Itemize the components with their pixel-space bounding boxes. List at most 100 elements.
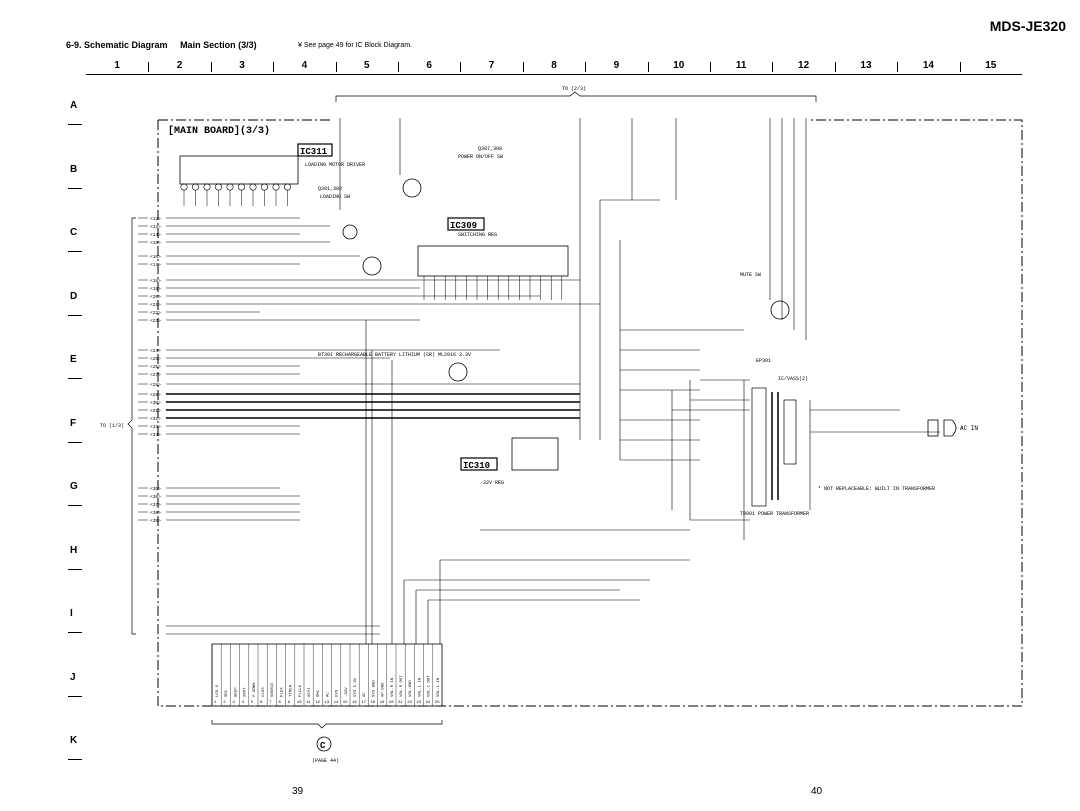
port-label: <13> [150, 224, 161, 230]
ic310-label: IC310 [463, 461, 490, 471]
connector-pin-number: 2 [223, 701, 226, 705]
connector-pin-number: 17 [361, 701, 366, 705]
port-label: <14> [150, 232, 161, 238]
wiring [166, 118, 940, 644]
ic-pin [283, 183, 291, 191]
ic-pin [260, 183, 268, 191]
port-label: <21> [150, 302, 161, 308]
port-label: <12> [150, 216, 161, 222]
row-label: B [70, 163, 78, 175]
connector-pin-number: 25 [435, 701, 440, 705]
connector-pin-signal: AC [363, 692, 367, 697]
column-separator [647, 62, 649, 72]
ic309-block: IC309 SWITCHING REG [417, 217, 569, 300]
connector-pin-number: 3 [232, 701, 235, 705]
row-tick [68, 568, 82, 570]
connector-pin-signal: VOL.L IN [418, 677, 422, 697]
ep301-label: EP301 [756, 358, 771, 364]
connector-pin-signal: -32V [345, 687, 349, 697]
connector-pin-signal: FLEX [280, 687, 284, 697]
column-label: 7 [488, 60, 495, 71]
port-label: <23> [150, 318, 161, 324]
connector-pin-signal: VOL.GND [409, 680, 413, 697]
port-label: <19> [150, 286, 161, 292]
port-label: <37> [150, 502, 161, 508]
row-tick [68, 378, 82, 379]
row-label: G [70, 481, 78, 492]
column-separator [273, 62, 275, 72]
section-subtitle: Main Section (3/3) [180, 40, 257, 50]
connector-pin-signal: VOL.R OUT [400, 675, 404, 697]
connector-pin-signal: LED 0 [216, 684, 220, 697]
battery-label: BT301 RECHARGEABLE BATTERY LITHIUM (CR) … [318, 352, 471, 358]
connector-pin-number: 21 [398, 701, 403, 705]
row-tick [68, 251, 82, 252]
port-label: <22> [150, 310, 161, 316]
column-separator [335, 62, 337, 72]
column-label: 6 [426, 60, 432, 71]
ic311-block: IC311 LOADING MOTOR DRIVER [179, 143, 365, 206]
port-label: <20> [150, 294, 161, 300]
connector-pin-signal: VOL.R IN [391, 677, 395, 697]
ac-in-label: AC IN [960, 425, 978, 432]
row-tick [68, 441, 82, 443]
port-label: <34> [150, 432, 161, 438]
ic311-label: IC311 [300, 147, 328, 157]
connector-pin-signal: AC [326, 692, 330, 697]
q307-desc: POWER ON/OFF SW [458, 154, 503, 160]
port-label: <39> [150, 518, 161, 524]
connector-pin-signal: SYS GND [372, 680, 376, 697]
connector-pin-signal: REC [225, 689, 229, 697]
row-label: H [70, 544, 78, 556]
connector-pin-signal: HP.GND [382, 682, 386, 697]
port-label: <26> [150, 364, 161, 370]
connector-pin-signal: VOL.L OUT [428, 675, 432, 697]
connector-pin-number: 16 [352, 701, 357, 705]
connector-pin-number: 1 [214, 701, 217, 705]
to-1-3-label: TO (1/3) [100, 423, 124, 429]
connector-pin-number: 20 [389, 701, 394, 705]
q301-label: Q301,302 [318, 186, 342, 192]
port-label: <16> [150, 254, 161, 260]
block-diagram-note: ¥ See page 49 for IC Block Diagram. [298, 42, 413, 49]
ic310-block: IC310 -32V REG [460, 437, 559, 486]
connector-pin-number: 14 [334, 701, 339, 705]
connector-pin-number: 10 [297, 701, 302, 705]
row-label: D [70, 290, 78, 302]
connector-pin-signal: CLKS [262, 687, 266, 697]
connector-pin-number: 8 [278, 701, 281, 705]
port-label: <38> [150, 510, 161, 516]
port-label: <25> [150, 356, 161, 362]
ic-pin [203, 183, 211, 191]
row-tick [68, 124, 82, 125]
column-label: 2 [176, 60, 183, 71]
connector-pin-signal: P.DOWN [253, 682, 257, 697]
section-title: 6-9. Schematic Diagram [66, 40, 168, 50]
section-heading: 6-9. Schematic Diagram Main Section (3/3… [66, 40, 257, 50]
bottom-bracket [211, 720, 443, 729]
row-tick [68, 695, 82, 697]
column-label: 12 [798, 60, 810, 71]
connector-pin-number: 4 [242, 701, 245, 705]
row-label: A [70, 100, 78, 111]
column-separator [585, 62, 587, 72]
column-separator [148, 62, 150, 72]
row-label: C [70, 227, 78, 238]
connector-pin-number: 9 [288, 701, 291, 705]
connector-pin-number: 23 [416, 701, 421, 705]
connector-pin-signal: EVS [336, 689, 340, 697]
ic-pin [215, 183, 223, 191]
port-label: <35> [150, 486, 161, 492]
q309-desc: MUTE SW [740, 272, 761, 278]
page-number-left: 39 [292, 786, 304, 797]
port-label: <33> [150, 424, 161, 430]
column-separator [460, 62, 462, 72]
port-label: <32> [150, 416, 161, 422]
column-label: 11 [735, 60, 747, 71]
connector-pin-number: 15 [343, 701, 348, 705]
column-label: 13 [860, 60, 872, 71]
connector-pin-number: 13 [324, 701, 329, 705]
to-2-3-label: TO (2/3) [562, 86, 586, 92]
